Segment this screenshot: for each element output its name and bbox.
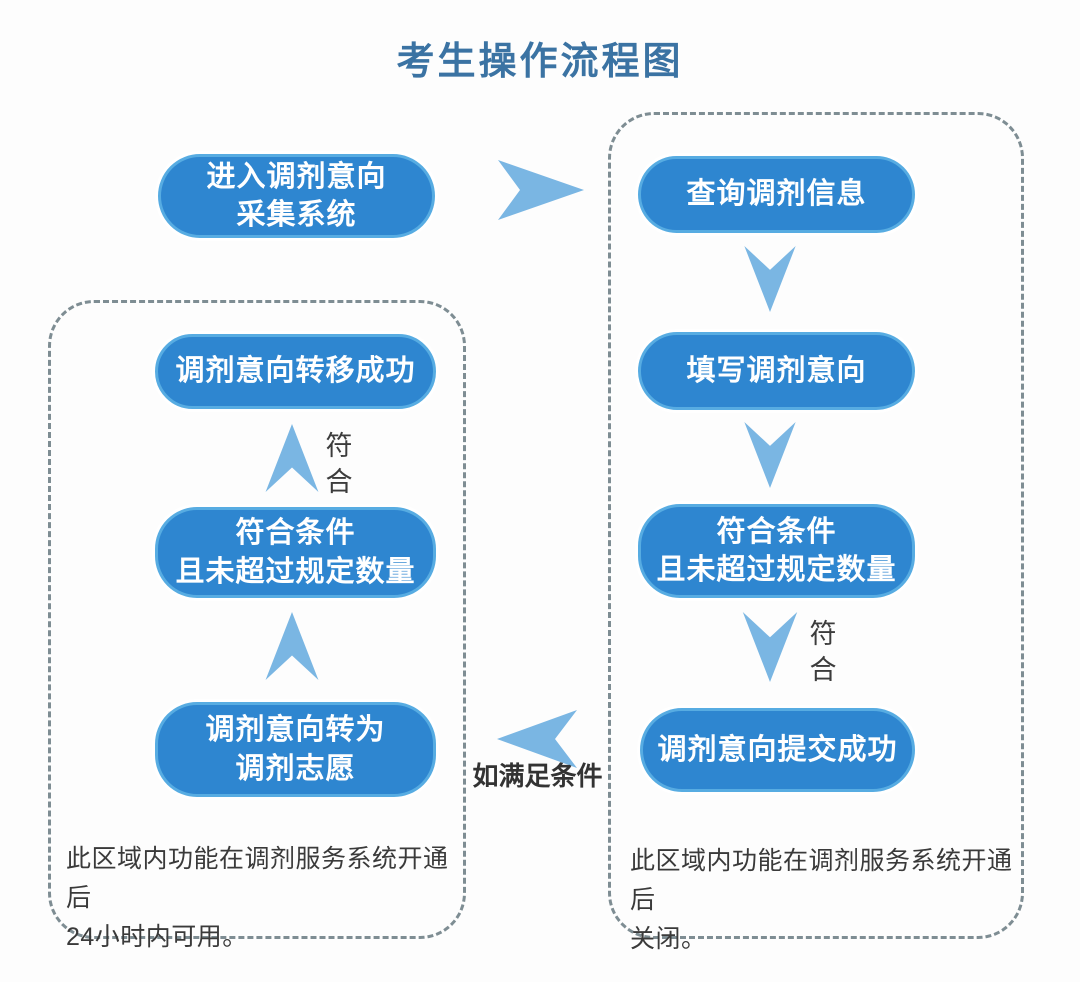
- node-transfer-success: 调剂意向转移成功: [155, 334, 436, 409]
- node-right-meets-criteria: 符合条件 且未超过规定数量: [638, 504, 915, 598]
- diagram-title: 考生操作流程图: [396, 41, 684, 83]
- node-fill-intention: 填写调剂意向: [638, 332, 915, 410]
- arrow-down-icon: [744, 246, 796, 312]
- node-intention-to-volunteer: 调剂意向转为 调剂志愿: [155, 702, 436, 797]
- node-enter-system: 进入调剂意向 采集系统: [158, 154, 435, 238]
- arrow-up-icon: [265, 424, 319, 492]
- arrow-down-icon: [742, 612, 798, 682]
- arrow-left-icon: [497, 710, 577, 768]
- right-dashed-panel: [608, 112, 1024, 939]
- arrow-label-fuhe: 符合: [325, 431, 353, 498]
- left-panel-note: 此区域内功能在调剂服务系统开通后 24小时内可用。: [66, 845, 449, 951]
- cross-arrow-label: 如满足条件: [472, 761, 603, 791]
- right-panel-note: 此区域内功能在调剂服务系统开通后 关闭。: [630, 847, 1013, 953]
- arrow-right-icon: [498, 160, 584, 220]
- left-dashed-panel: [48, 300, 466, 939]
- node-left-meets-criteria: 符合条件 且未超过规定数量: [155, 507, 436, 598]
- arrow-down-icon: [744, 422, 796, 488]
- node-query-info: 查询调剂信息: [638, 156, 915, 233]
- node-intention-submitted: 调剂意向提交成功: [640, 708, 915, 792]
- arrow-up-icon: [265, 612, 319, 680]
- arrow-label-fuhe: 符合: [809, 619, 837, 686]
